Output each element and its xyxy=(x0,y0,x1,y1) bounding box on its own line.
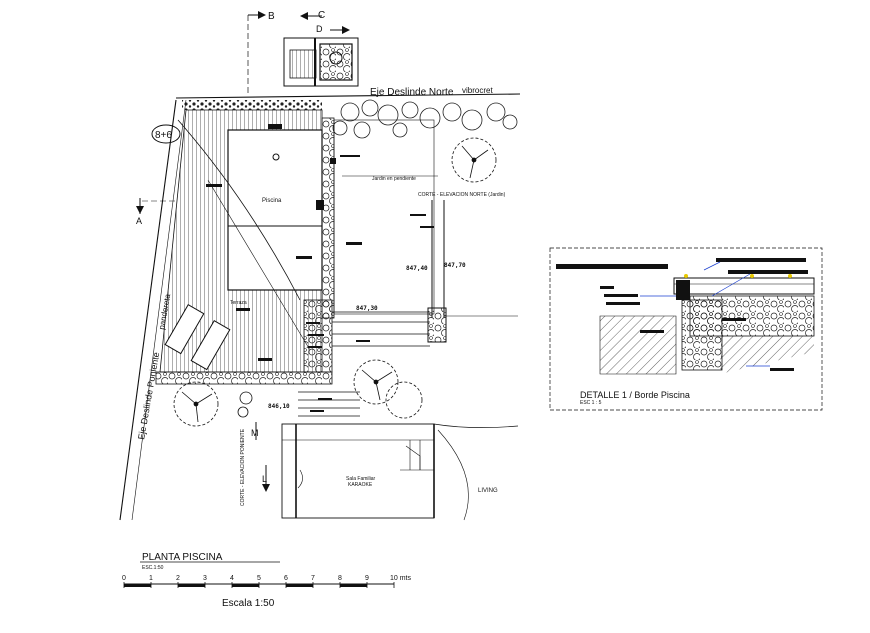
slope-garden-label: Jardin en pendiente xyxy=(372,176,416,182)
north-trees xyxy=(332,99,518,139)
lounger-1 xyxy=(164,304,205,355)
detail-title: DETALLE 1 / Borde Piscina xyxy=(580,390,690,400)
scale-tick-4: 4 xyxy=(230,575,234,582)
west-section-label: CORTE - ELEVACION PONIENTE xyxy=(240,428,246,506)
level-b: 847,70 xyxy=(444,262,466,269)
level-d: 846,10 xyxy=(268,403,290,410)
scale-tick-9: 9 xyxy=(365,575,369,582)
scale-tick-8: 8 xyxy=(338,575,342,582)
plan-title: PLANTA PISCINA xyxy=(142,552,223,563)
level-c: 847,30 xyxy=(356,305,378,312)
section-b-label: B xyxy=(268,11,275,22)
section-a-label: A xyxy=(136,216,142,226)
section-d-label: D xyxy=(316,24,323,34)
site-plan: B C D Eje Deslinde Norte vibrocret 8+6 xyxy=(119,10,521,521)
scale-tick-6: 6 xyxy=(284,575,288,582)
pool xyxy=(227,129,323,291)
family-room-label: Sala Familiar xyxy=(346,476,376,482)
plan-scale-small: ESC.1:50 xyxy=(142,565,164,571)
west-axis-label: Eje Deslinde Poniente xyxy=(136,351,161,440)
section-c-label: C xyxy=(318,10,325,21)
title-block: PLANTA PISCINA ESC.1:50 0 1 2 3 4 5 6 7 … xyxy=(122,552,412,609)
trees xyxy=(173,137,497,427)
circle-tag: 8+6 xyxy=(155,130,172,141)
section-l-label: L xyxy=(262,474,267,484)
step-marks xyxy=(206,155,434,361)
vibrocret-label: vibrocret xyxy=(462,86,493,95)
scale-text: Escala 1:50 xyxy=(222,598,275,609)
scale-tick-1: 1 xyxy=(149,575,153,582)
lounger-2 xyxy=(190,320,231,371)
stairs xyxy=(298,311,430,417)
scale-tick-0: 0 xyxy=(122,575,126,582)
north-section-label: CORTE - ELEVACION NORTE (Jardin) xyxy=(418,192,506,198)
detail-scale: ESC 1 : 5 xyxy=(580,400,602,406)
house-lower xyxy=(281,423,435,519)
scale-tick-3: 3 xyxy=(203,575,207,582)
level-a: 847,40 xyxy=(406,265,428,272)
terrace-label: Terraza xyxy=(230,300,247,306)
karaoke-label: KARAOKE xyxy=(348,482,373,488)
living-label: LIVING xyxy=(478,488,498,494)
north-axis-label: Eje Deslinde Norte xyxy=(370,87,454,98)
scale-tick-2: 2 xyxy=(176,575,180,582)
detail-panel: DETALLE 1 / Borde Piscina ESC 1 : 5 xyxy=(549,247,823,411)
pool-label: Piscina xyxy=(262,198,282,204)
section-m-label: M xyxy=(251,428,259,438)
scale-tick-7: 7 xyxy=(311,575,315,582)
north-hedge xyxy=(182,100,322,110)
scale-tick-5: 5 xyxy=(257,575,261,582)
scale-tick-10: 10 mts xyxy=(390,575,412,582)
